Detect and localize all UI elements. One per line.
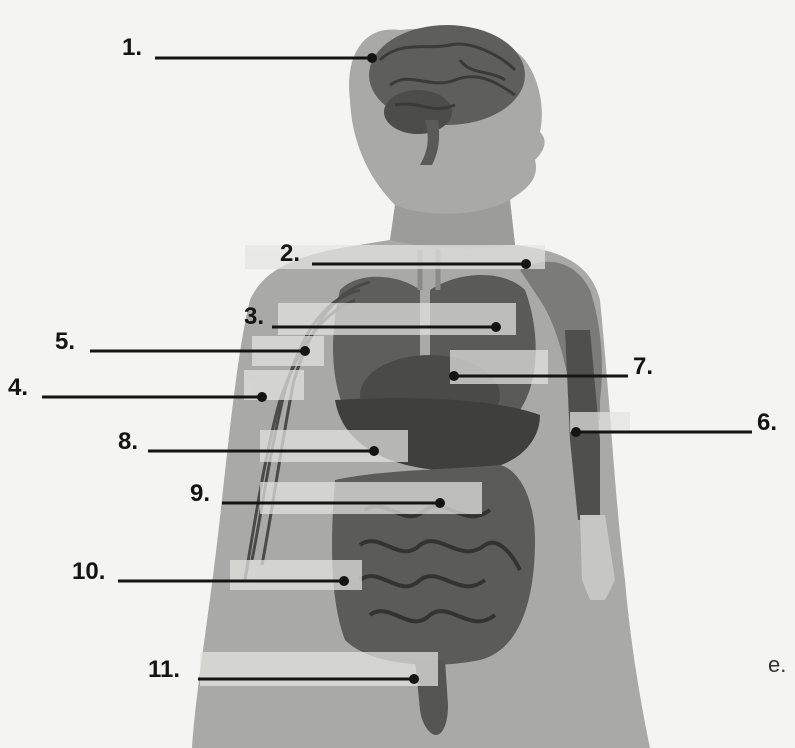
label-6: 6. <box>757 411 777 435</box>
label-8: 8. <box>118 430 138 454</box>
label-2: 2. <box>280 242 300 266</box>
label-4: 4. <box>8 376 28 400</box>
label-11: 11. <box>148 658 180 682</box>
label-5: 5. <box>55 330 75 354</box>
label-9: 9. <box>190 482 210 506</box>
label-7: 7. <box>633 355 653 379</box>
label-10: 10. <box>72 560 105 584</box>
cut-off-text: e. <box>768 652 769 678</box>
label-3: 3. <box>244 305 264 329</box>
label-1: 1. <box>122 36 142 60</box>
